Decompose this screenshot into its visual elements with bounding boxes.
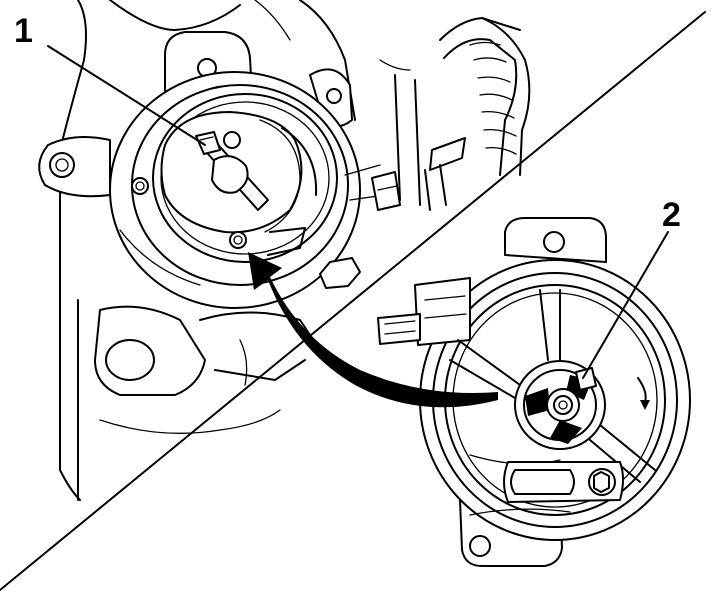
pump-bracket-slot [469, 461, 624, 516]
callout-label-2: 2 [662, 196, 681, 234]
engine-block [59, 0, 421, 501]
pump-rotor [514, 360, 606, 450]
callout-2-leader [582, 231, 669, 379]
section-divider-line [0, 11, 706, 591]
hose [424, 17, 531, 211]
alignment-arrow [248, 252, 498, 408]
drive-coupling-slot [195, 131, 269, 211]
callout-label-1: 1 [14, 12, 33, 50]
callout-1-leader [47, 45, 206, 146]
